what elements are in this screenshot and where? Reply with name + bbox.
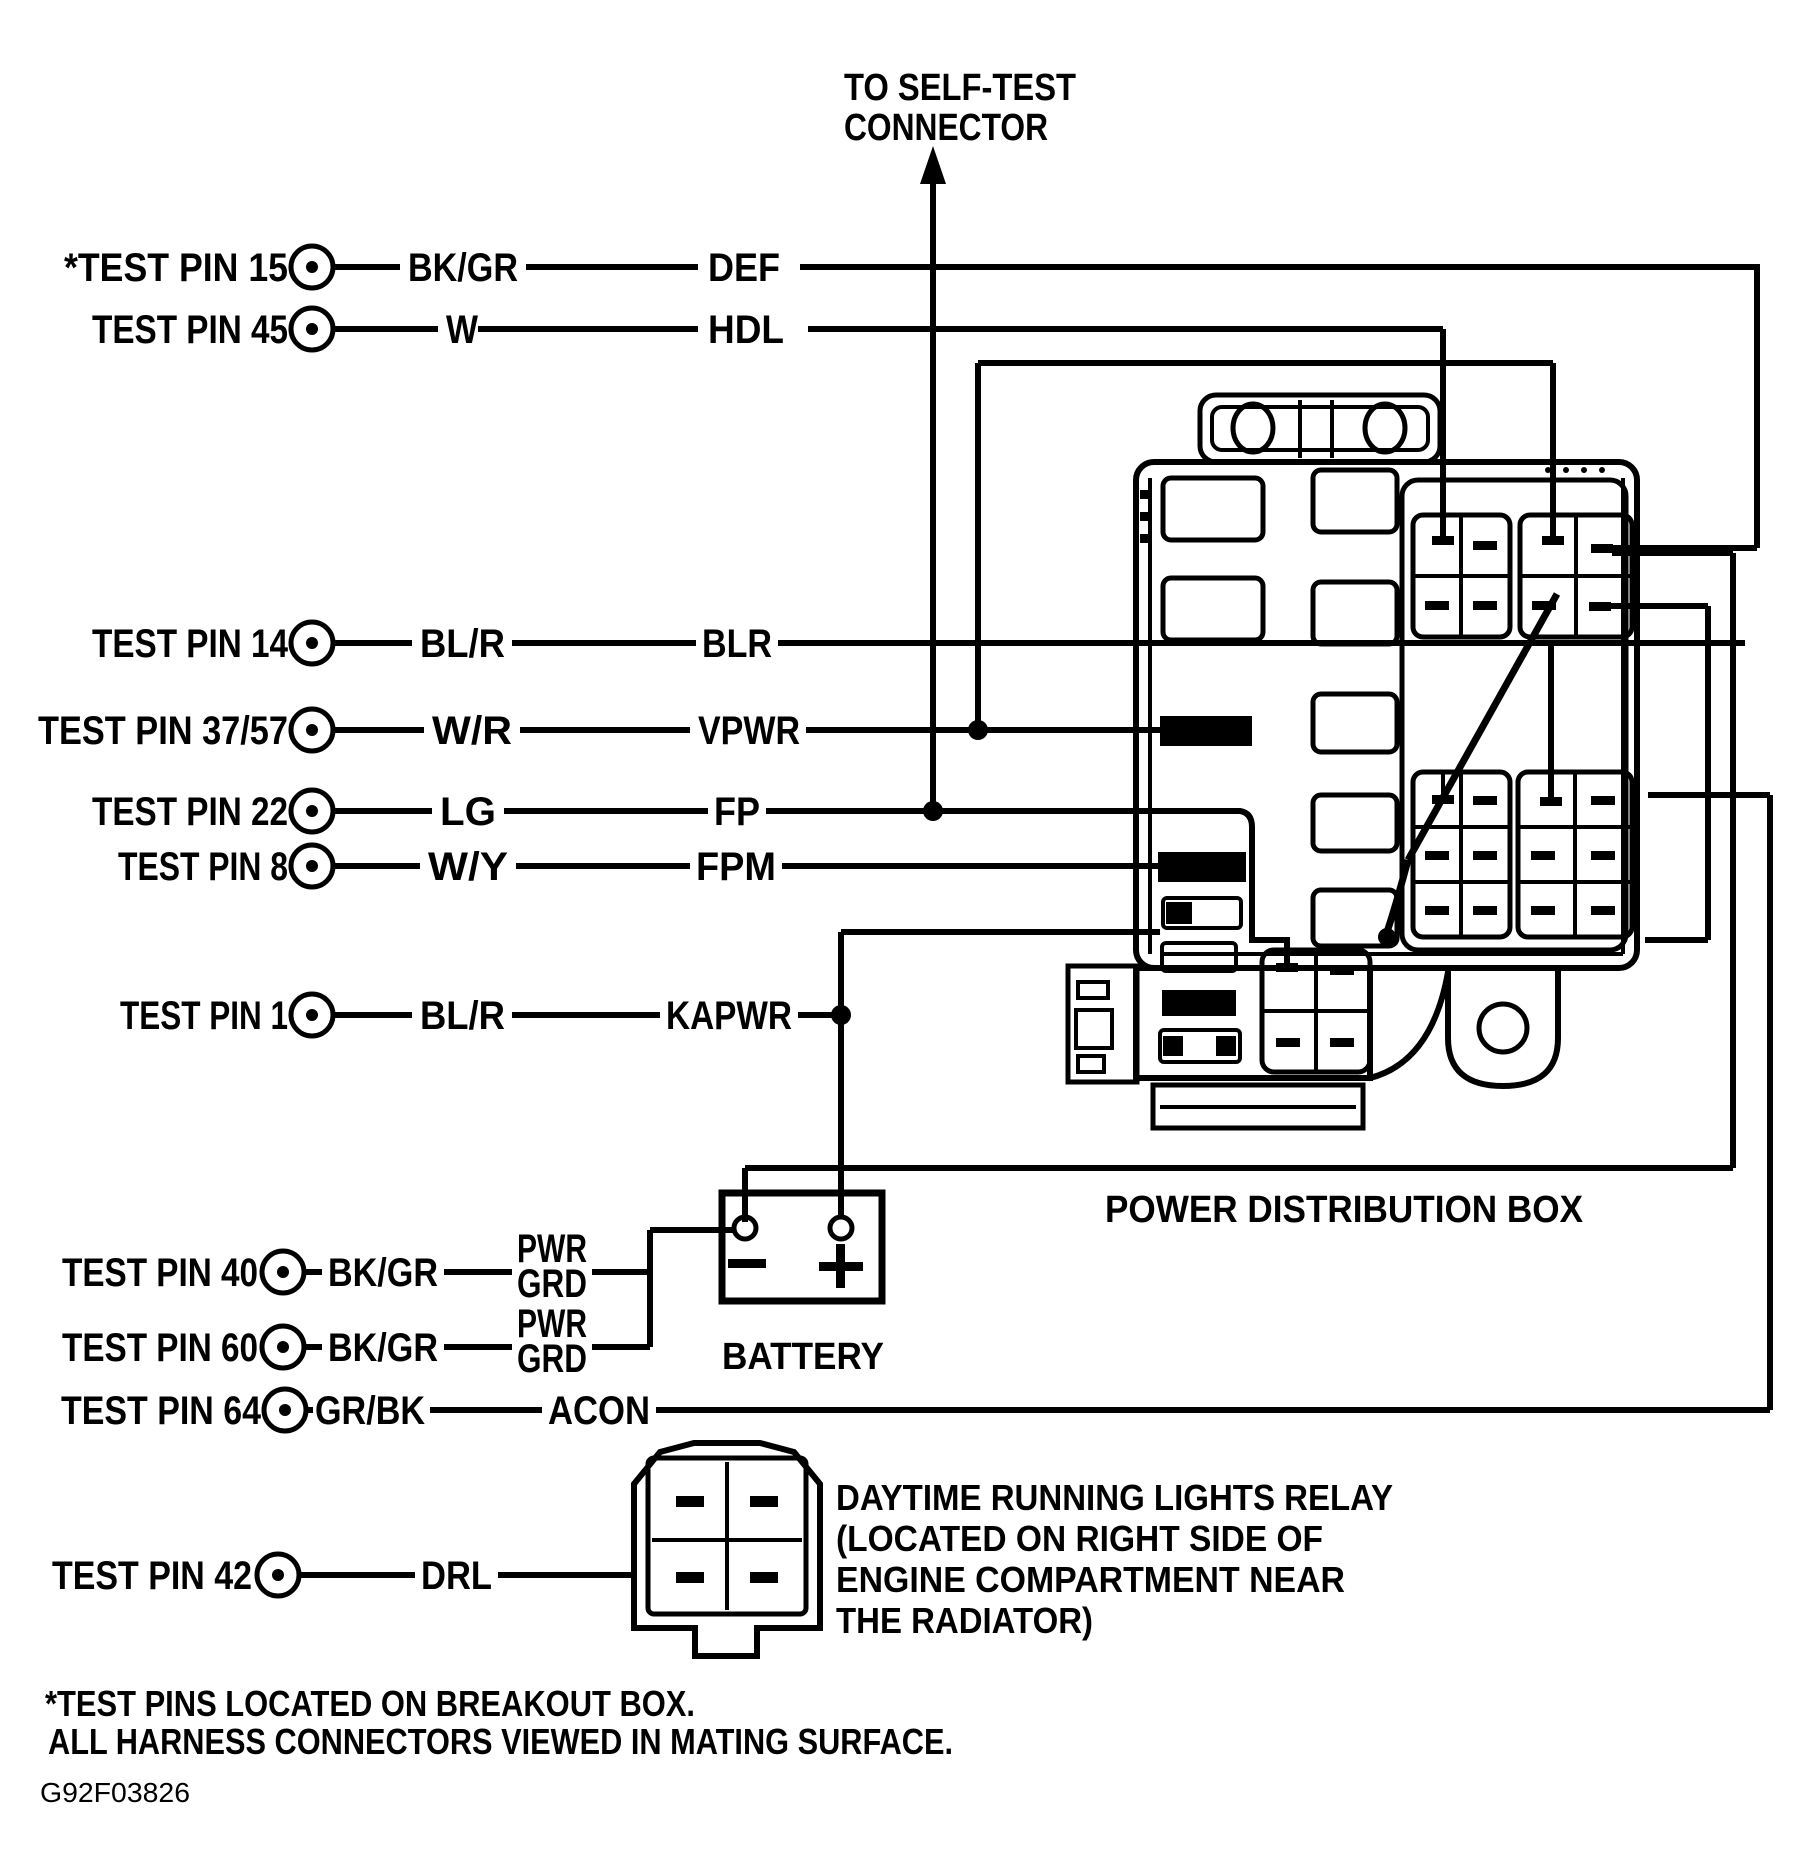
color-label: BK/GR (328, 1251, 438, 1295)
test-point-icon (288, 842, 336, 890)
fuse-filled (1158, 852, 1246, 882)
signal-labels: DEF HDL BLR VPWR FP FPM KAPWR PWR GRD PW… (421, 246, 800, 1598)
test-point-icon (288, 619, 336, 667)
test-point-icon (288, 243, 336, 291)
signal-label-blr: BLR (702, 622, 772, 666)
test-pin-1-label: TEST PIN 1 (120, 994, 288, 1038)
test-pin-15-label: *TEST PIN 15 (64, 246, 288, 290)
relay-block (1515, 769, 1635, 940)
box-outline (1133, 459, 1640, 971)
test-point-icon (288, 991, 336, 1039)
mounting-hole-icon (1476, 1001, 1530, 1055)
self-test-note-line1: TO SELF-TEST (844, 67, 1076, 109)
signal-label-def: DEF (708, 246, 780, 290)
fuse-column (1140, 475, 1266, 1064)
wire-color-labels: BK/GR W BL/R W/R LG W/Y BL/R BK/GR BK/GR… (315, 246, 518, 1433)
test-pin-22-label: TEST PIN 22 (92, 790, 288, 834)
junction-dot (968, 720, 988, 740)
relay-panel (1399, 477, 1629, 953)
relay-note-line2: (LOCATED ON RIGHT SIDE OF (836, 1518, 1323, 1559)
fuse-column (1310, 467, 1400, 949)
signal-label-hdl: HDL (708, 308, 784, 352)
test-point-icon (254, 1551, 302, 1599)
document-id: G92F03826 (40, 1777, 190, 1808)
test-pin-8-label: TEST PIN 8 (118, 845, 288, 889)
color-label: W/R (432, 709, 512, 753)
plus-icon (819, 1244, 863, 1288)
test-pin-14-label: TEST PIN 14 (92, 622, 289, 666)
relay-block (1259, 947, 1373, 1075)
row-labels: *TEST PIN 15 TEST PIN 45 TEST PIN 14 TES… (38, 246, 289, 1598)
color-label: W (446, 308, 478, 352)
test-pin-45-label: TEST PIN 45 (92, 308, 288, 352)
signal-label-acon: ACON (548, 1389, 650, 1433)
self-test-note-line2: CONNECTOR (844, 107, 1048, 149)
connector-outline (631, 1440, 823, 1659)
test-pin-64-label: TEST PIN 64 (61, 1389, 262, 1433)
test-point-icon (288, 706, 336, 754)
signal-label-fp: FP (714, 790, 760, 834)
self-test-connector-note: TO SELF-TEST CONNECTOR (844, 67, 1076, 811)
color-label: GR/BK (315, 1389, 425, 1433)
battery-negative-terminal (731, 1214, 759, 1242)
relay-block (1410, 769, 1513, 940)
side-connector (1065, 963, 1140, 1085)
test-point-icon (261, 1386, 309, 1434)
color-label: LG (440, 790, 496, 834)
drl-relay-connector (631, 1440, 823, 1659)
signal-label-vpwr: VPWR (698, 709, 800, 753)
relay-note-line1: DAYTIME RUNNING LIGHTS RELAY (836, 1477, 1393, 1518)
self-test-arrow-icon (920, 146, 946, 184)
color-label: BK/GR (408, 246, 518, 290)
box-bottom-strip (1150, 1082, 1366, 1131)
test-point-icon (288, 305, 336, 353)
footnotes: *TEST PINS LOCATED ON BREAKOUT BOX. ALL … (40, 1683, 953, 1808)
battery-positive-terminal (827, 1214, 855, 1242)
test-point-icons (254, 243, 336, 1599)
signal-label-grd-2: GRD (517, 1337, 587, 1381)
mounting-tab (1445, 968, 1561, 1090)
color-label: BL/R (420, 622, 505, 666)
test-point-icon (259, 1248, 307, 1296)
signal-label-pwr-2: PWR (517, 1302, 587, 1346)
power-distribution-box: POWER DISTRIBUTION BOX (1065, 392, 1640, 1231)
test-point-icon (288, 787, 336, 835)
junction-dot (831, 1005, 851, 1025)
fuse-filled (1160, 716, 1252, 746)
footnote-line2: ALL HARNESS CONNECTORS VIEWED IN MATING … (48, 1721, 953, 1762)
relay-block (1517, 512, 1635, 640)
junction-dot (923, 801, 943, 821)
power-box-label: POWER DISTRIBUTION BOX (1105, 1189, 1584, 1231)
relay-note-line4: THE RADIATOR) (836, 1600, 1093, 1641)
footnote-line1: *TEST PINS LOCATED ON BREAKOUT BOX. (45, 1683, 695, 1724)
color-label: BL/R (420, 994, 505, 1038)
test-pin-3757-label: TEST PIN 37/57 (38, 709, 288, 753)
mounting-bracket (1197, 392, 1443, 465)
test-pin-42-label: TEST PIN 42 (52, 1554, 252, 1598)
drl-relay-note: DAYTIME RUNNING LIGHTS RELAY (LOCATED ON… (836, 1477, 1393, 1641)
test-pin-40-label: TEST PIN 40 (62, 1251, 258, 1295)
signal-label-fpm: FPM (696, 845, 776, 889)
signal-label-grd-1: GRD (517, 1262, 587, 1306)
battery: BATTERY (718, 1189, 886, 1378)
internal-jumper (1404, 592, 1561, 862)
relay-note-line3: ENGINE COMPARTMENT NEAR (836, 1559, 1345, 1600)
battery-label: BATTERY (722, 1336, 884, 1378)
relay-block (1410, 512, 1513, 640)
signal-label-pwr-1: PWR (517, 1227, 587, 1271)
signal-label-drl: DRL (421, 1554, 492, 1598)
test-point-icon (259, 1323, 307, 1371)
battery-outline (718, 1189, 886, 1305)
signal-label-kapwr: KAPWR (666, 994, 792, 1038)
color-label: W/Y (428, 845, 508, 889)
minus-icon (728, 1259, 766, 1268)
fuse-filled (1162, 990, 1236, 1016)
color-label: BK/GR (328, 1326, 438, 1370)
test-pin-60-label: TEST PIN 60 (62, 1326, 258, 1370)
